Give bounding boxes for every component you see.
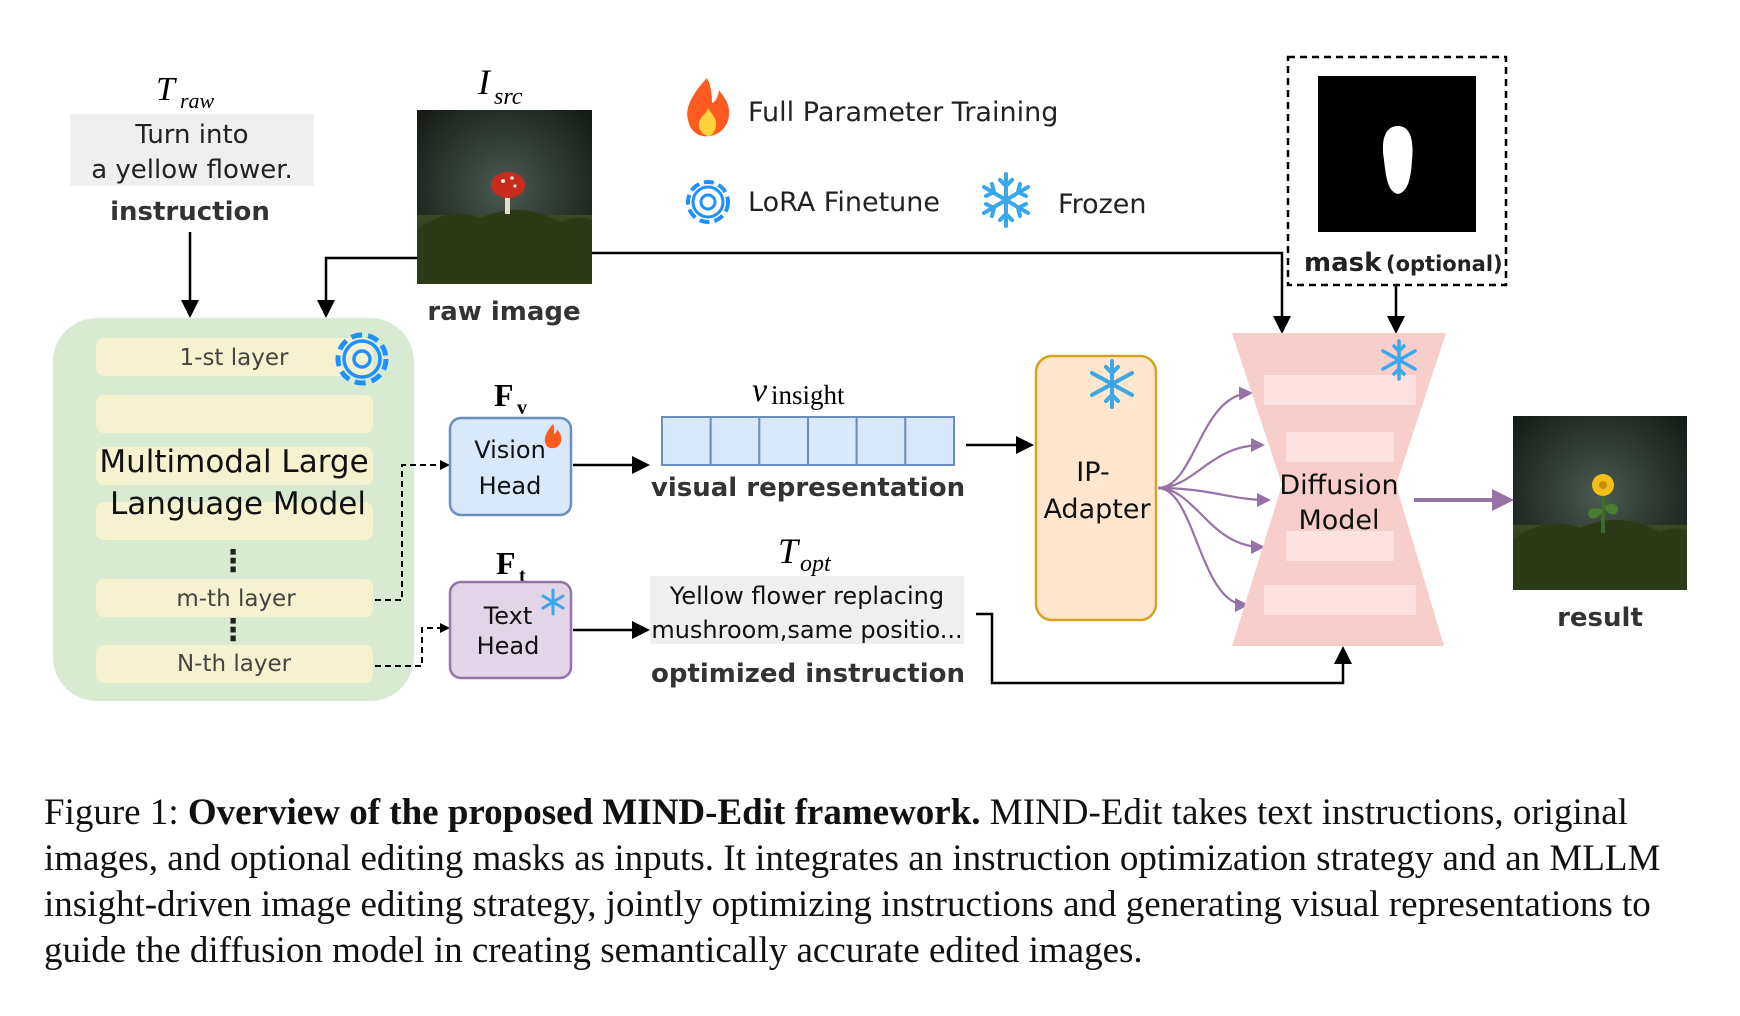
mllm-layer-3 (96, 447, 373, 485)
m-layer-to-vision-head-connector (375, 460, 450, 601)
mllm-layer-n (96, 645, 373, 683)
fv-subscript: v (517, 397, 527, 419)
diffusion-layer-4 (1264, 585, 1416, 615)
mllm-layer-m (96, 579, 373, 617)
topt-line1: Yellow flower replacing (669, 582, 944, 610)
vision-head-line1: Vision (474, 436, 546, 464)
ip-adapter-snowflake-icon (1090, 359, 1134, 409)
lora-gear-icon (335, 332, 389, 386)
legend-full-training: Full Parameter Training (748, 97, 1058, 128)
topt-line2: mushroom,same positio... (651, 616, 962, 644)
mllm-layer-m-label: m-th layer (176, 586, 296, 612)
topt-textbox (650, 576, 964, 644)
mllm-layer-n-label: N-th layer (177, 651, 292, 677)
ip-adapter-to-diffusion-arrows (1157, 386, 1271, 612)
raw-image-label: raw image (427, 297, 580, 327)
i-src-subscript: src (494, 84, 523, 110)
legend-lora: LoRA Finetune (748, 187, 940, 218)
framework-diagram: T raw Turn into a yellow flower. instruc… (53, 55, 1687, 701)
topt-subscript: opt (800, 551, 832, 577)
vision-head-flame-icon (544, 424, 562, 449)
instruction-label: instruction (110, 197, 270, 227)
vinsight-cell (709, 416, 761, 466)
mllm-layer-1-label: 1-st layer (180, 345, 289, 371)
ft-symbol: F (496, 545, 516, 581)
mllm-ellipsis-1: ⋮ (218, 544, 248, 579)
caption-bold-title: Overview of the proposed MIND-Edit frame… (187, 792, 981, 833)
ip-adapter-line2: Adapter (1043, 494, 1151, 525)
diffusion-layer-3 (1286, 531, 1394, 561)
flame-icon (687, 78, 730, 137)
mllm-layer-2 (96, 395, 373, 433)
vinsight-cell (807, 416, 858, 466)
vinsight-subscript: insight (771, 380, 845, 410)
caption-body: MIND-Edit takes text instructions, origi… (44, 792, 1661, 971)
mllm-ellipsis-2: ⋮ (218, 613, 248, 648)
i-src-symbol: I (477, 62, 492, 102)
t-raw-text-line2: a yellow flower. (91, 155, 293, 185)
raw-image (417, 110, 592, 284)
mask-label: mask (1304, 248, 1382, 278)
figure-caption: Figure 1: Overview of the proposed MIND-… (44, 790, 1714, 974)
vinsight-label: visual representation (651, 473, 965, 503)
snowflake-icon (982, 172, 1030, 228)
image-to-diffusion-arrow (592, 251, 1291, 334)
vision-head-line2: Head (479, 472, 542, 500)
ft-subscript: t (519, 565, 526, 587)
mask-image (1318, 76, 1476, 232)
mllm-title-line1: Multimodal Large (99, 444, 368, 480)
t-raw-subscript: raw (180, 88, 215, 113)
vinsight-cell (661, 416, 712, 466)
vinsight-cell (855, 416, 907, 466)
legend-frozen: Frozen (1058, 189, 1147, 220)
t-raw-textbox (70, 114, 314, 186)
t-raw-symbol: T (156, 71, 177, 108)
vinsight-vector (661, 416, 955, 466)
vinsight-cell (758, 416, 809, 466)
text-head (448, 580, 573, 680)
mllm-layer-4 (96, 502, 373, 540)
diffusion-layer-1 (1264, 375, 1416, 405)
topt-to-diffusion-arrow (976, 612, 1352, 685)
ip-adapter-line1: IP- (1076, 457, 1109, 488)
diffusion-line2: Model (1298, 505, 1379, 536)
diffusion-layer-2 (1286, 432, 1394, 462)
vision-head (448, 416, 573, 517)
mllm-layer-1 (96, 338, 373, 376)
mllm-title-line2: Language Model (110, 486, 366, 522)
t-raw-text-line1: Turn into (134, 120, 248, 150)
n-layer-to-text-head-connector (375, 623, 450, 667)
vinsight-symbol: v (752, 372, 768, 409)
diffusion-line1: Diffusion (1279, 470, 1398, 501)
result-label: result (1557, 603, 1643, 633)
gear-icon (686, 180, 730, 224)
vinsight-cell (904, 416, 955, 466)
text-head-line2: Head (477, 632, 540, 660)
text-head-line1: Text (483, 602, 533, 630)
image-to-mllm-arrow (317, 256, 417, 318)
text-head-snowflake-icon (541, 588, 565, 616)
caption-prefix: Figure 1: (44, 792, 188, 833)
fv-symbol: F (494, 377, 514, 413)
diffusion-snowflake-icon (1381, 339, 1417, 381)
ip-adapter-block (1034, 354, 1158, 622)
result-image (1513, 416, 1687, 590)
diffusion-model-block (1232, 333, 1446, 646)
topt-label: optimized instruction (651, 659, 965, 689)
mask-optional-label: (optional) (1386, 252, 1503, 276)
topt-symbol: T (778, 531, 801, 571)
